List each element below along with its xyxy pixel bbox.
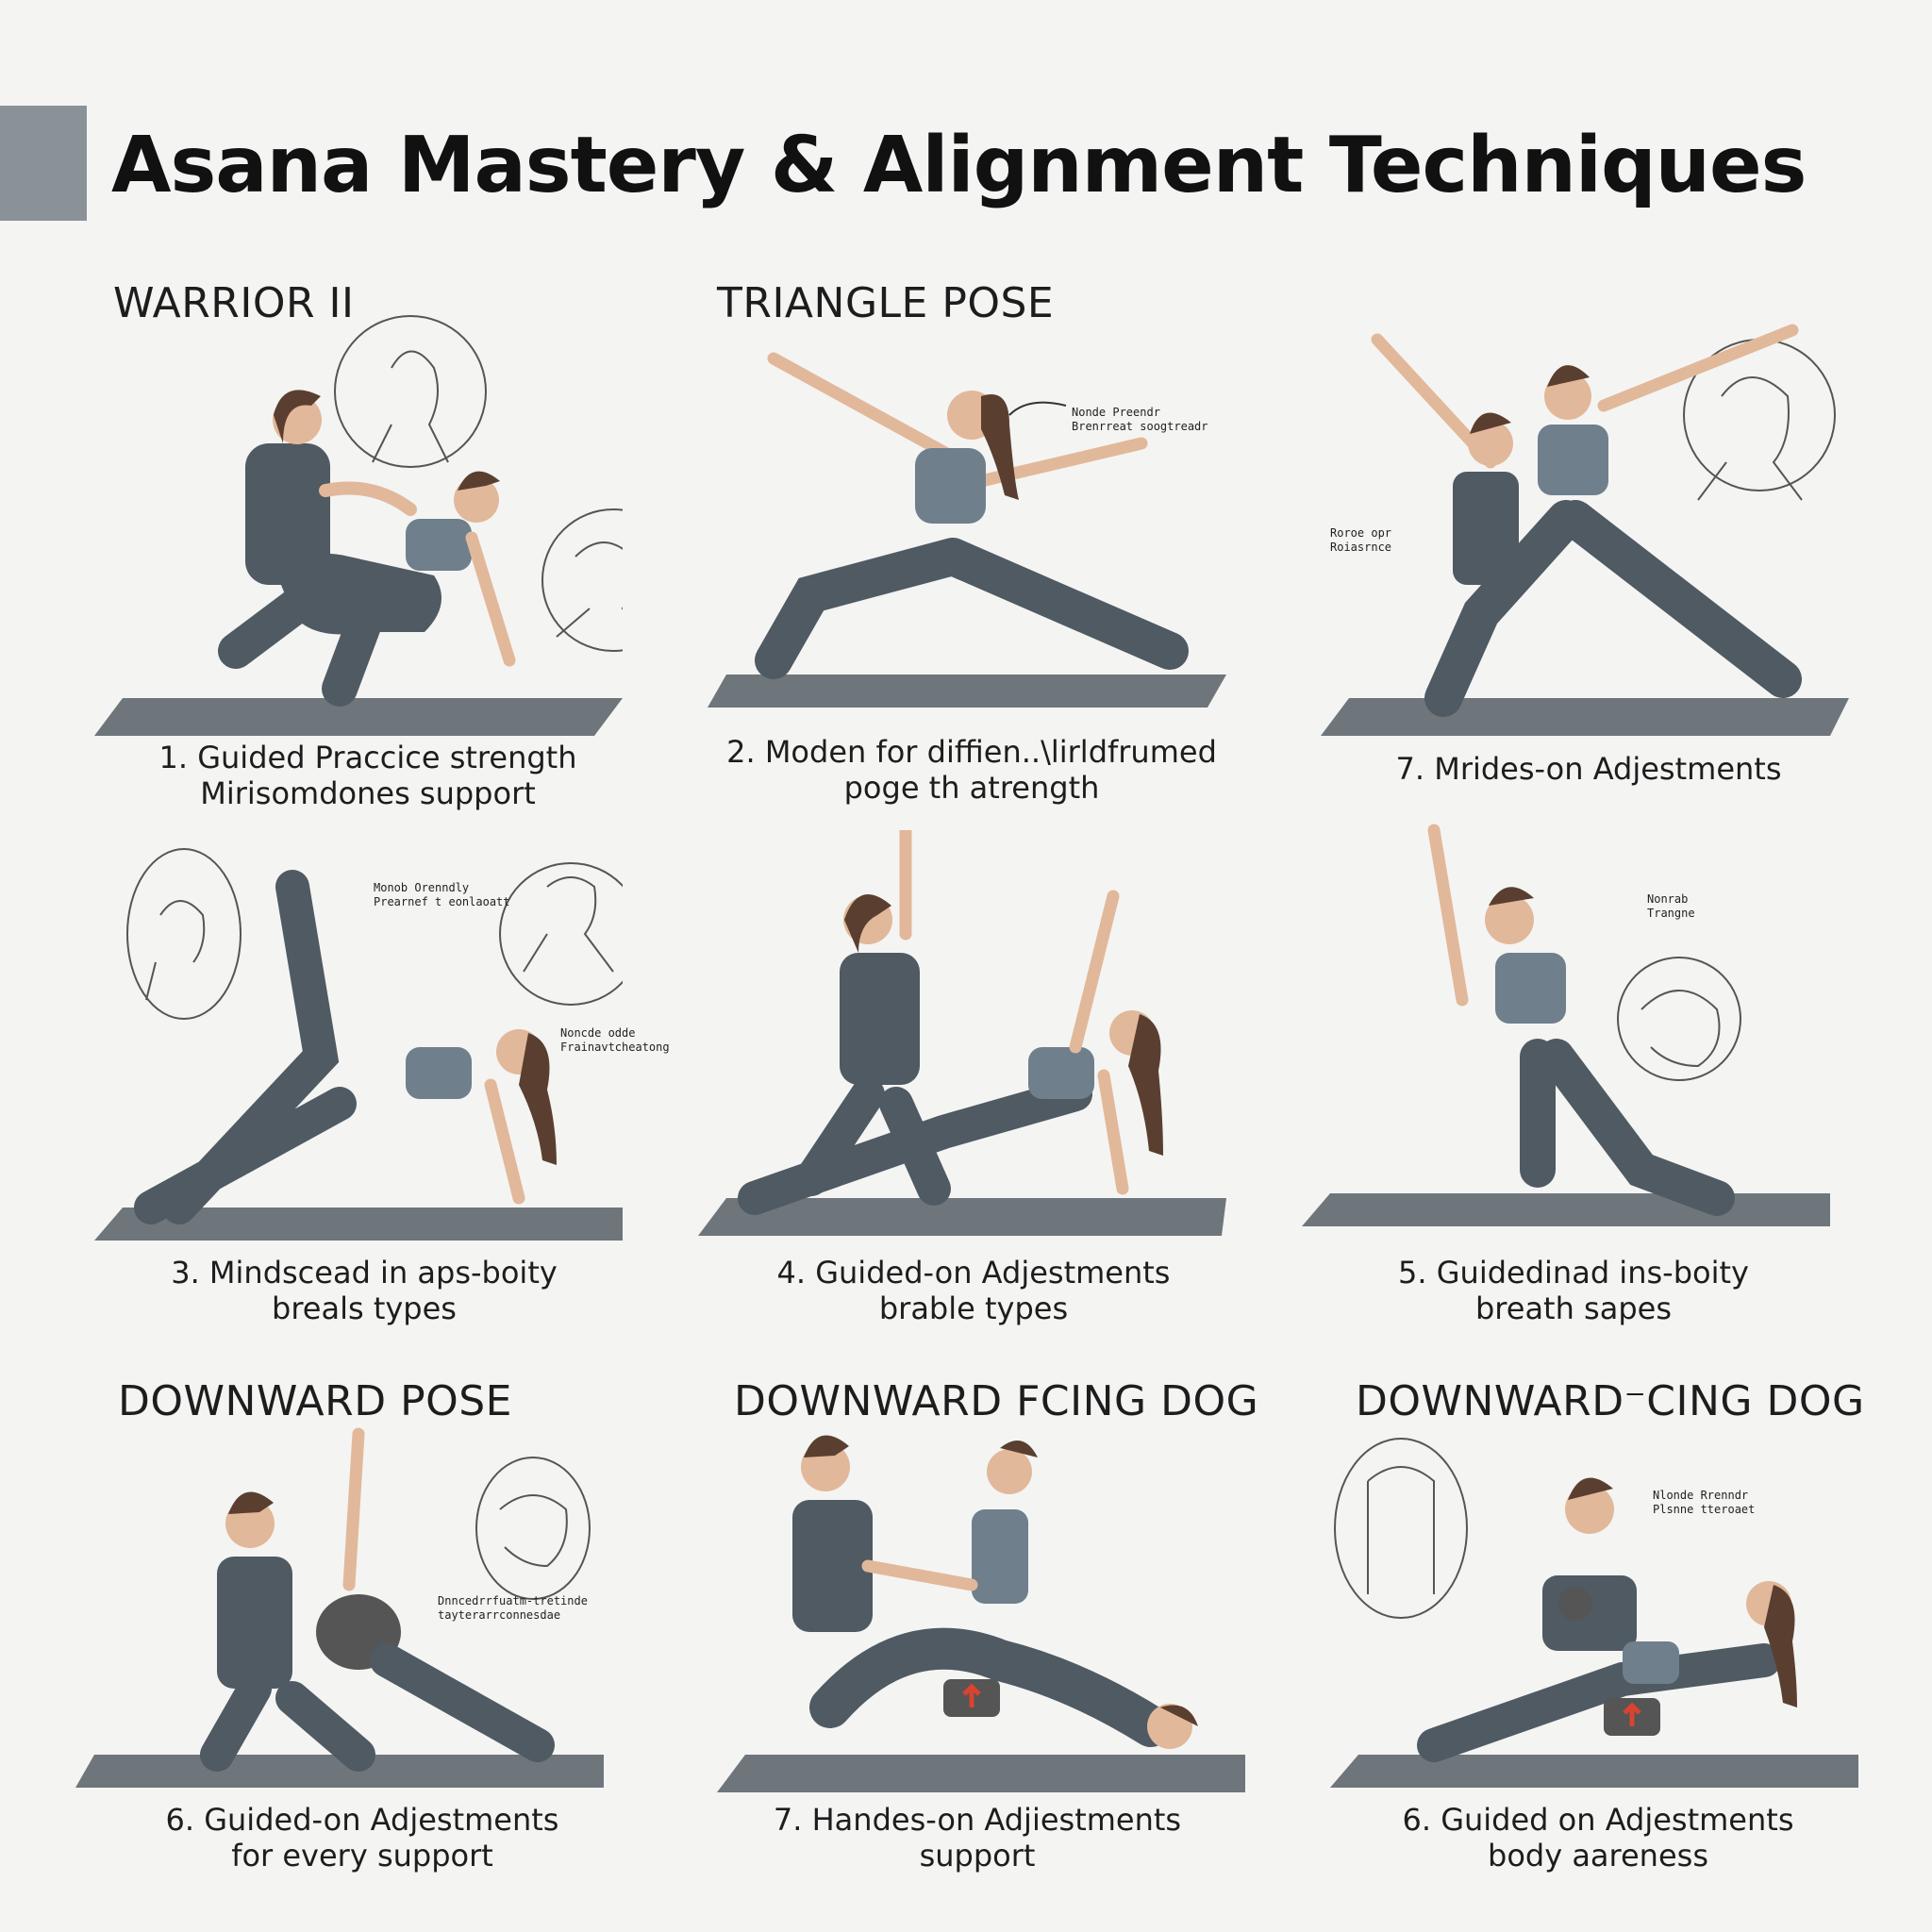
caption-line: support xyxy=(919,1838,1036,1874)
panel-caption-7: 6. Guided-on Adjestments for every suppo… xyxy=(60,1802,664,1874)
annotation-note: Nlonde Rrenndr Plsnne tteroaet xyxy=(1653,1489,1755,1517)
note-line: Brenrreat soogtreadr xyxy=(1072,420,1208,433)
note-line: Roroe opr xyxy=(1330,526,1392,540)
panel-caption-1: 1. Guided Praccice strength Mirisomdones… xyxy=(66,740,670,811)
kneeling-side-bend-illustration xyxy=(1302,824,1830,1226)
pose-panel-9 xyxy=(1330,1424,1858,1858)
caption-line: breals types xyxy=(272,1291,457,1326)
child-pose-assist-illustration xyxy=(717,1435,1245,1792)
annotation-note: Monob Orenndly Prearnef t eonlaoatt xyxy=(374,881,510,909)
caption-line: 4. Guided-on Adjestments xyxy=(776,1255,1171,1291)
caption-line: 1. Guided Praccice strength xyxy=(158,740,577,775)
annotation-note: Noncde odde Frainavtcheatong xyxy=(560,1026,670,1055)
panel-caption-2: 2. Moden for diffien..\lirldfrumed poge … xyxy=(670,734,1274,806)
pose-panel-7 xyxy=(75,1424,604,1858)
caption-line: breath sapes xyxy=(1474,1291,1672,1326)
assisted-twist-illustration xyxy=(75,1427,604,1788)
caption-line: 7. Mrides-on Adjestments xyxy=(1395,751,1782,787)
pose-panel-2 xyxy=(698,311,1226,745)
note-line: Prearnef t eonlaoatt xyxy=(374,895,510,908)
block-support-illustration xyxy=(1330,1438,1858,1788)
caption-line: poge th atrength xyxy=(843,770,1100,806)
partner-kneeling-illustration xyxy=(1321,324,1849,736)
note-line: Plsnne tteroaet xyxy=(1653,1503,1756,1516)
pose-panel-6 xyxy=(1302,811,1830,1245)
caption-line: 3. Mindscead in aps-boity xyxy=(171,1255,558,1291)
section-title-triangle: TRIANGLE POSE xyxy=(717,279,1055,327)
caption-line: 6. Guided on Adjestments xyxy=(1402,1802,1794,1838)
section-title-downward-pose: DOWNWARD POSE xyxy=(118,1377,512,1425)
note-line: Nonde Preendr xyxy=(1072,406,1160,419)
title-accent-block xyxy=(0,106,87,221)
assisted-side-plank-illustration xyxy=(698,830,1226,1236)
caption-line: 5. Guidedinad ins-boity xyxy=(1398,1255,1749,1291)
note-line: Nonrab xyxy=(1647,892,1689,906)
note-line: Frainavtcheatong xyxy=(560,1041,670,1054)
section-title-downward-cing: DOWNWARD⁻CING DOG xyxy=(1356,1377,1865,1425)
caption-line: 7. Handes-on Adjiestments xyxy=(773,1802,1182,1838)
side-plank-illustration xyxy=(94,848,623,1241)
pose-panel-5 xyxy=(698,830,1226,1264)
caption-line: for every support xyxy=(231,1838,493,1874)
section-title-warrior: WARRIOR II xyxy=(113,279,355,327)
pose-panel-3 xyxy=(1321,311,1849,745)
pose-panel-1 xyxy=(94,311,623,745)
caption-line: Mirisomdones support xyxy=(200,775,536,811)
note-line: Noncde odde xyxy=(560,1026,636,1040)
note-line: tayterarrconnesdae xyxy=(438,1608,561,1622)
panel-caption-5: 4. Guided-on Adjestments brable types xyxy=(672,1255,1275,1326)
section-title-downward-fcing: DOWNWARD FCING DOG xyxy=(734,1377,1259,1425)
note-line: Nlonde Rrenndr xyxy=(1653,1489,1749,1502)
annotation-note: Nonde Preendr Brenrreat soogtreadr xyxy=(1072,406,1208,434)
pose-panel-4 xyxy=(94,830,623,1264)
panel-caption-9: 6. Guided on Adjestments body aareness xyxy=(1296,1802,1900,1874)
pose-panel-8 xyxy=(717,1424,1245,1858)
panel-caption-6: 5. Guidedinad ins-boity breath sapes xyxy=(1272,1255,1875,1326)
seated-adjustment-illustration xyxy=(94,315,623,736)
caption-line: 2. Moden for diffien..\lirldfrumed xyxy=(726,734,1217,770)
annotation-note: Nonrab Trangne xyxy=(1647,892,1695,921)
note-line: Roiasrnce xyxy=(1330,541,1392,554)
note-line: Monob Orenndly xyxy=(374,881,470,894)
caption-line: 6. Guided-on Adjestments xyxy=(165,1802,559,1838)
caption-line: body aareness xyxy=(1488,1838,1708,1874)
page-title: Asana Mastery & Alignment Techniques xyxy=(111,121,1807,210)
caption-line: brable types xyxy=(878,1291,1069,1326)
annotation-note: Dnncedrrfuatm-tretinde tayterarrconnesda… xyxy=(438,1594,588,1623)
note-line: Trangne xyxy=(1647,907,1695,920)
warrior-reverse-illustration xyxy=(708,352,1226,708)
panel-caption-4: 3. Mindscead in aps-boity breals types xyxy=(62,1255,666,1326)
panel-caption-3: 7. Mrides-on Adjestments xyxy=(1287,751,1890,787)
annotation-note: Roroe opr Roiasrnce xyxy=(1330,526,1391,555)
panel-caption-8: 7. Handes-on Adjiestments support xyxy=(675,1802,1279,1874)
note-line: Dnncedrrfuatm-tretinde xyxy=(438,1594,588,1607)
